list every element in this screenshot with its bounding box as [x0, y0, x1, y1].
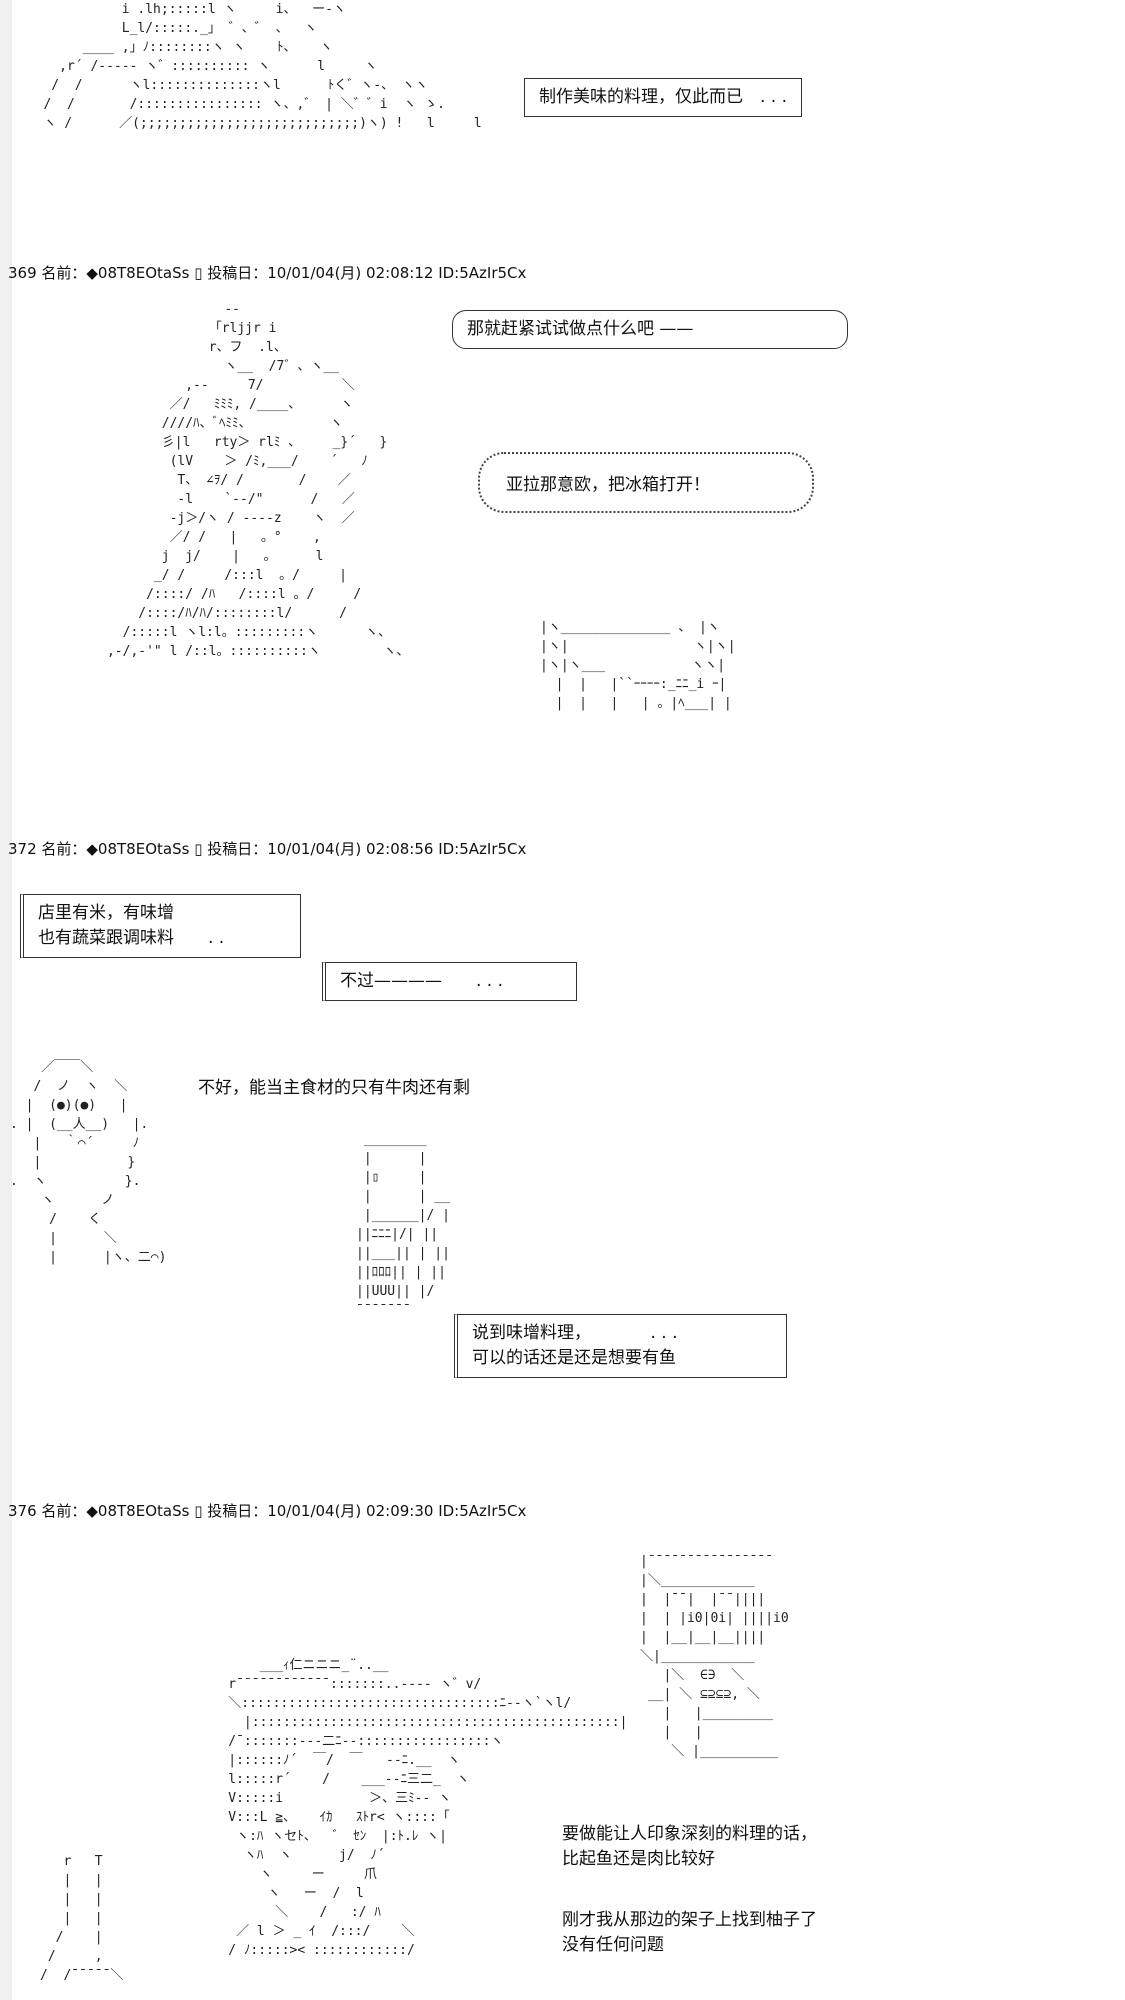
- left-rule: [0, 0, 12, 2000]
- text-only-beef-left: 不好，能当主食材的只有牛肉还有剩: [198, 1076, 470, 1101]
- speech-bubble-cooking: 制作美味的料理，仅此而已 . . .: [524, 78, 803, 117]
- post-header-369: 369 名前：◆08T8EOtaSs ▯ 投稿日：10/01/04(月) 02:…: [8, 264, 527, 282]
- speech-bubble-miso-fish: 说到味增料理， . . . 可以的话还是还是想要有鱼: [454, 1314, 787, 1378]
- post-header-372: 372 名前：◆08T8EOtaSs ▯ 投稿日：10/01/04(月) 02:…: [8, 840, 527, 858]
- ascii-art-chef: ___ｨ仁ニニニ_¨..__ r¯¯¯¯¯¯¯¯¯¯¯¯:::::::..---…: [228, 1658, 628, 1958]
- ascii-art-fridge: ________ | | |▯ | | | __ |______|/ | ||ﾆ…: [356, 1132, 450, 1318]
- text-only-found-yuzu: 刚才我从那边的架子上找到柚子了 没有任何问题: [562, 1908, 817, 1958]
- post-header-376: 376 名前：◆08T8EOtaSs ▯ 投稿日：10/01/04(月) 02:…: [8, 1502, 527, 1520]
- ascii-art-top-figure: i .lh;:::::l ヽ i、 ー-ヽ L_l/:::::._」 ゛、゛ 、…: [43, 2, 482, 131]
- ascii-art-lean-figure: ‐‐ 「rljjr i r、フ .l、 ヽ__ /7゛、ヽ__ ,-- 7/ ＼…: [106, 302, 410, 659]
- ascii-art-small-figure: ／￣￣＼ / ノ ヽ ＼ | (●)(●) | . | (__人__) |. |…: [10, 1060, 167, 1265]
- ascii-art-counter: |ヽ______________ 、 |ヽ |ヽ| ヽ|ヽ| |ヽ|ヽ___ ヽ…: [540, 620, 736, 711]
- ascii-art-shelf: |¯¯¯¯¯¯¯¯¯¯¯¯¯¯¯¯ |＼____________ | |¯¯| …: [640, 1554, 789, 1759]
- shout-bubble-open-fridge: 亚拉那意欧，把冰箱打开！: [478, 452, 814, 513]
- text-only-meat-better: 要做能让人印象深刻的料理的话， 比起鱼还是肉比较好: [562, 1822, 817, 1872]
- ascii-art-bottom-left: r T | | | | | | / | / , / /¯¯¯¯¯＼: [40, 1854, 124, 1983]
- speech-bubble-shop-items: 店里有米，有味增 也有蔬菜跟调味料 . .: [20, 894, 301, 958]
- speech-bubble-try-something: 那就赶紧试试做点什么吧 ——: [452, 310, 848, 349]
- speech-bubble-however: 不过———— . . .: [322, 962, 577, 1001]
